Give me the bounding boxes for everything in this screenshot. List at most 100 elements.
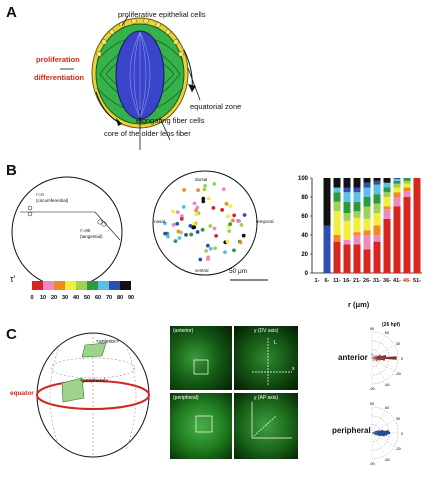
bar-segment: [354, 188, 361, 193]
cell-dot: [212, 182, 216, 186]
cell-dot: [171, 210, 175, 214]
x-tick-label: 51-: [413, 278, 421, 284]
cell-dot: [174, 239, 178, 243]
micro-l-label: L: [274, 340, 277, 346]
y-tick-label: 80: [301, 195, 308, 201]
bar-segment: [364, 197, 371, 207]
cell-dot: [223, 250, 227, 254]
cell-dot: [176, 210, 180, 214]
bar-segment: [324, 226, 331, 274]
cell-dot: [232, 214, 236, 218]
bar-segment: [334, 235, 341, 242]
y-tick-label: 40: [301, 233, 308, 239]
bar-segment: [394, 184, 401, 188]
bar-segment: [394, 188, 401, 193]
bar-segment: [344, 202, 351, 213]
cell-dot: [228, 222, 232, 226]
bar-segment: [344, 192, 351, 202]
cell-dot: [226, 239, 230, 243]
cell-dot: [240, 223, 244, 227]
cell-dot: [213, 246, 217, 250]
label-lens-core: core of the older lens fiber: [104, 129, 191, 138]
bar-segment: [354, 218, 361, 232]
x-tick-label: 11-: [333, 278, 341, 284]
cell-dot: [239, 240, 243, 244]
bar-segment: [364, 219, 371, 230]
bar-segment: [344, 240, 351, 245]
bar-segment: [404, 184, 411, 188]
bar-segment: [374, 226, 381, 236]
rose-angle-label: 90: [370, 327, 374, 331]
bar-segment: [384, 209, 391, 219]
micro-peripheral-tag: (peripheral): [173, 395, 199, 401]
rose-angle-label: 0: [401, 357, 403, 361]
cell-dot: [163, 232, 167, 236]
bar-segment: [364, 207, 371, 219]
label-equatorial-zone: equatorial zone: [190, 102, 241, 111]
rose-angle-label: -30: [395, 372, 401, 376]
bar-segment: [384, 192, 391, 197]
cell-dot: [180, 217, 184, 221]
bar-segment: [374, 185, 381, 195]
micro-dv-axis: y (DV axis): [254, 328, 278, 334]
bar-segment: [334, 192, 341, 202]
bar-segment: [374, 235, 381, 242]
cell-dot: [220, 208, 224, 212]
cell-dot: [201, 197, 205, 201]
bar-segment: [394, 197, 401, 207]
cell-dot: [208, 224, 212, 228]
colorbar-swatch: [120, 281, 131, 290]
cell-dot: [192, 225, 196, 229]
bar-segment: [334, 188, 341, 193]
label-proliferative-epithelial: proliferative epithelial cells: [118, 10, 206, 19]
colorbar-tick-label: 40: [73, 295, 79, 301]
cell-dot: [225, 202, 229, 206]
colorbar-swatch: [32, 281, 43, 290]
bar-segment: [364, 235, 371, 249]
cell-dot: [192, 222, 196, 226]
x-tick-label: 41-: [393, 278, 401, 284]
bar-segment: [374, 194, 381, 204]
cell-dot: [228, 204, 232, 208]
cell-dot: [232, 248, 236, 252]
cell-dot: [206, 244, 210, 248]
bar-segment: [394, 179, 401, 181]
map-nasal: nasal: [154, 219, 165, 224]
bar-segment: [394, 178, 401, 179]
cell-dot: [206, 257, 210, 261]
cell-dot: [209, 247, 213, 251]
stacked-bar-chart: 0204060801001-6-11-16-21-26-31-36-41-46-…: [290, 170, 430, 305]
colorbar-tick-label: 30: [62, 295, 68, 301]
bar-segment: [404, 191, 411, 197]
bar-segment: [354, 232, 361, 235]
cell-dot: [175, 222, 179, 226]
rose-angle-label: -30: [395, 447, 401, 451]
bar-segment: [334, 242, 341, 273]
bar-segment: [404, 178, 411, 181]
colorbar-tick-label: 90: [128, 295, 134, 301]
cell-dot: [237, 219, 241, 223]
bar-segment: [334, 211, 341, 235]
rose-spoke: [372, 410, 385, 433]
colorbar-title: τ': [10, 274, 15, 284]
bar-segment: [364, 178, 371, 183]
colorbar-swatch: [54, 281, 65, 290]
bar-segment: [354, 202, 361, 212]
bar-segment: [344, 178, 351, 188]
map-temporal: temporal: [256, 219, 274, 224]
bar-segment: [414, 178, 421, 273]
colorbar-swatch: [98, 281, 109, 290]
bar-segment: [394, 207, 401, 274]
colorbar-swatch: [76, 281, 87, 290]
cell-dot: [213, 227, 217, 231]
rose-angle-label: -60: [384, 383, 390, 387]
cell-dot: [201, 228, 205, 232]
cell-dot: [243, 213, 247, 217]
bar-chart-xlabel: r (μm): [348, 300, 369, 309]
cell-dot: [198, 258, 202, 262]
colorbar-tick-label: 70: [106, 295, 112, 301]
cell-dot: [182, 205, 186, 209]
x-tick-label: 31-: [373, 278, 381, 284]
bar-segment: [384, 183, 391, 188]
colorbar-swatch: [65, 281, 76, 290]
